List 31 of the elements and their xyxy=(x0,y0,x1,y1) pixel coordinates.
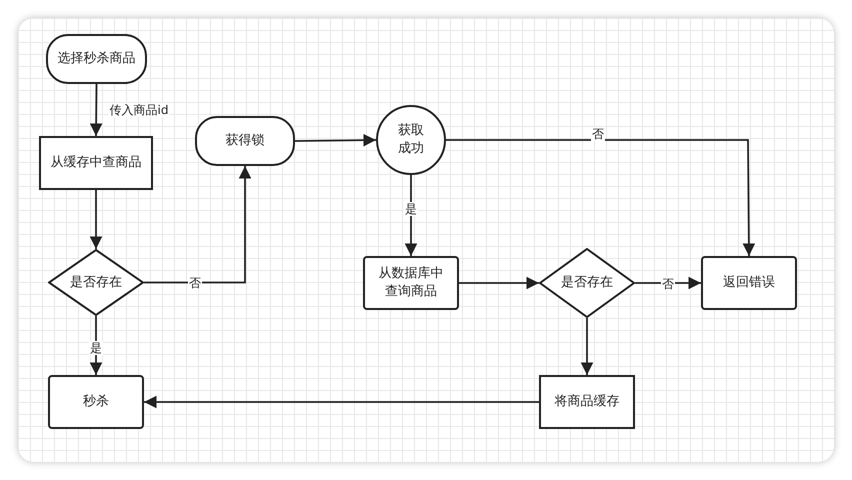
process-box xyxy=(539,375,635,429)
node-text: 选择秒杀商品 xyxy=(58,50,136,68)
arrow xyxy=(459,276,539,290)
terminal-shape xyxy=(195,116,295,166)
node-text: 从缓存中查商品 xyxy=(50,154,142,172)
arrow xyxy=(446,139,756,256)
edge-label: 否 xyxy=(661,277,675,291)
node-text: 是否存在 xyxy=(70,274,122,292)
arrow xyxy=(144,396,539,408)
arrow xyxy=(90,84,102,136)
arrow xyxy=(294,134,376,146)
edge-label: 是 xyxy=(404,202,418,216)
edge-label: 否 xyxy=(188,276,202,290)
node-text: 获得锁 xyxy=(226,132,264,150)
arrow xyxy=(580,318,594,375)
node-text: 从数据库中查询商品 xyxy=(378,265,444,301)
node-text: 秒杀 xyxy=(83,393,109,411)
node-text: 获取成功 xyxy=(397,122,425,158)
arrow xyxy=(90,190,102,249)
process-box xyxy=(48,375,144,429)
process-box xyxy=(363,256,459,310)
arrow xyxy=(144,166,252,284)
edge-label: 是 xyxy=(89,341,103,355)
process-box xyxy=(701,256,797,310)
node-text: 是否存在 xyxy=(561,274,613,292)
edge-label: 否 xyxy=(591,127,605,141)
terminal-shape xyxy=(46,34,147,84)
process-box xyxy=(39,136,153,190)
node-text: 返回错误 xyxy=(723,274,775,292)
node-text: 将商品缓存 xyxy=(554,393,620,411)
edge-label: 传入商品id xyxy=(108,103,170,117)
